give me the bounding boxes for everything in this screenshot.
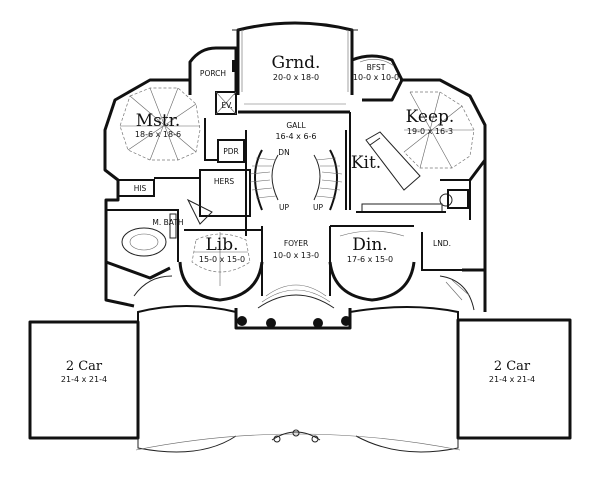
- lnd-name: LND.: [433, 239, 451, 248]
- lib-dim: 15-0 x 15-0: [199, 255, 245, 264]
- din-dim: 17-6 x 15-0: [347, 255, 393, 264]
- bfst-dim: 10-0 x 10-0: [353, 73, 399, 82]
- mbath-name: M. BATH: [152, 218, 183, 227]
- mstr-dim: 18-6 x 18-6: [135, 130, 181, 139]
- foyer-portico: [234, 226, 352, 330]
- grnd-dim: 20-0 x 18-0: [273, 73, 319, 82]
- keeping-room-walls: [400, 78, 487, 181]
- hers-name: HERS: [214, 177, 235, 186]
- kit-name: Kit.: [351, 153, 381, 173]
- porch-name: PORCH: [200, 69, 226, 78]
- great-room-walls: [232, 21, 358, 95]
- up-label-left: UP: [279, 203, 289, 212]
- garage-right-dim: 21-4 x 21-4: [489, 375, 535, 384]
- stair-treads: [249, 157, 343, 199]
- grnd-name: Grnd.: [272, 53, 321, 73]
- keep-name: Keep.: [406, 107, 455, 127]
- mstr-name: Mstr.: [136, 111, 181, 131]
- front-drive: [135, 429, 461, 451]
- bfst-name: BFST: [367, 63, 386, 72]
- garage-right-name: 2 Car: [494, 359, 531, 374]
- his-name: HIS: [134, 184, 147, 193]
- foyer-name: FOYER: [284, 239, 308, 248]
- right-garage: [349, 306, 572, 453]
- breakfast-walls: [351, 54, 404, 102]
- ev-name: EV.: [221, 101, 232, 110]
- foyer-dim: 10-0 x 13-0: [273, 251, 319, 260]
- din-name: Din.: [352, 235, 387, 255]
- garage-left-dim: 21-4 x 21-4: [61, 375, 107, 384]
- keep-dim: 19-0 x 16-3: [407, 127, 453, 136]
- wing-walls: [104, 262, 487, 312]
- up-label-right: UP: [313, 203, 323, 212]
- closets-bath-walls: [106, 169, 251, 262]
- room-labels: Grnd. 20-0 x 18-0 BFST 10-0 x 10-0 PORCH…: [61, 53, 535, 384]
- dining-walls: [328, 225, 416, 302]
- gallery-stairs: [238, 103, 350, 236]
- pdr-name: PDR: [223, 147, 239, 156]
- library-walls: [178, 229, 264, 302]
- kitchen-walls: [349, 112, 471, 220]
- porch-walls: [188, 46, 238, 115]
- lib-name: Lib.: [205, 235, 238, 255]
- garage-left-name: 2 Car: [66, 359, 103, 374]
- gall-name: GALL: [286, 121, 306, 130]
- laundry-walls: [421, 160, 487, 311]
- gall-dim: 16-4 x 6-6: [275, 132, 316, 141]
- dn-label: DN: [278, 148, 289, 157]
